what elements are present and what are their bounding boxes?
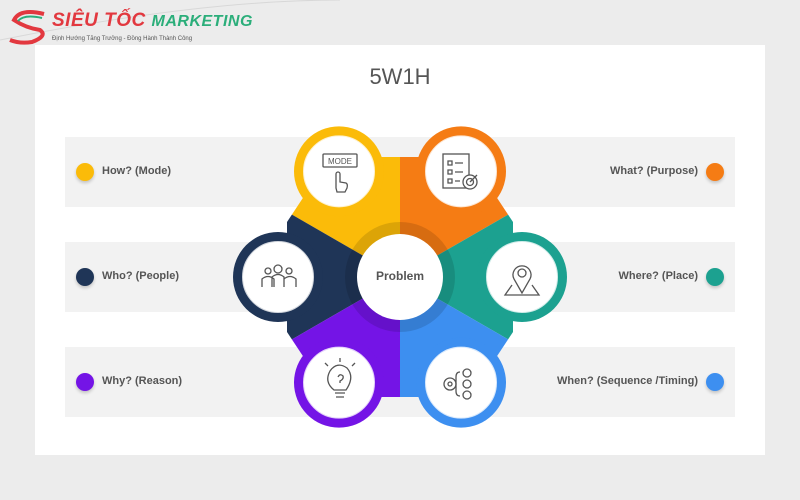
tagline: Định Hướng Tăng Trưởng - Đồng Hành Thành… xyxy=(52,36,193,42)
logo xyxy=(6,6,246,46)
people-group-icon xyxy=(261,264,297,287)
icon-circle xyxy=(425,135,497,208)
lightbulb-question-icon xyxy=(324,358,356,398)
brand-name: SIÊU TỐC MARKETING xyxy=(52,10,253,32)
orange-dot xyxy=(706,163,724,181)
checklist-target-icon xyxy=(442,153,478,190)
icon-circle xyxy=(425,346,497,419)
item-label: When? (Sequence /Timing) xyxy=(557,375,698,387)
icon-circle xyxy=(303,135,375,208)
page-title: 5W1H xyxy=(369,64,431,89)
item-label: Where? (Place) xyxy=(618,270,698,282)
yellow-dot xyxy=(76,163,94,181)
navy-dot xyxy=(76,268,94,286)
gear-sequence-icon xyxy=(443,368,472,400)
brand-main: SIÊU TỐC xyxy=(52,10,146,31)
icon-circle xyxy=(303,346,375,419)
logo-s-icon xyxy=(9,10,45,45)
icon-circle xyxy=(242,241,314,313)
item-where: Where? (Place) xyxy=(400,242,735,312)
brand-sub: MARKETING xyxy=(151,13,253,30)
map-pin-icon xyxy=(503,265,541,296)
blue-dot xyxy=(706,373,724,391)
mode-touch-icon: MODE xyxy=(322,153,358,193)
item-label: How? (Mode) xyxy=(102,165,172,177)
center-problem-label: Problem xyxy=(375,269,424,283)
item-what: What? (Purpose) xyxy=(400,137,735,207)
purple-dot xyxy=(76,373,94,391)
center-circle xyxy=(357,234,443,320)
svg-text:MODE: MODE xyxy=(328,157,352,166)
item-label: Who? (People) xyxy=(102,270,179,282)
item-label: What? (Purpose) xyxy=(610,165,698,177)
teal-dot xyxy=(706,268,724,286)
item-label: Why? (Reason) xyxy=(102,375,183,387)
item-when: When? (Sequence /Timing) xyxy=(400,347,735,417)
